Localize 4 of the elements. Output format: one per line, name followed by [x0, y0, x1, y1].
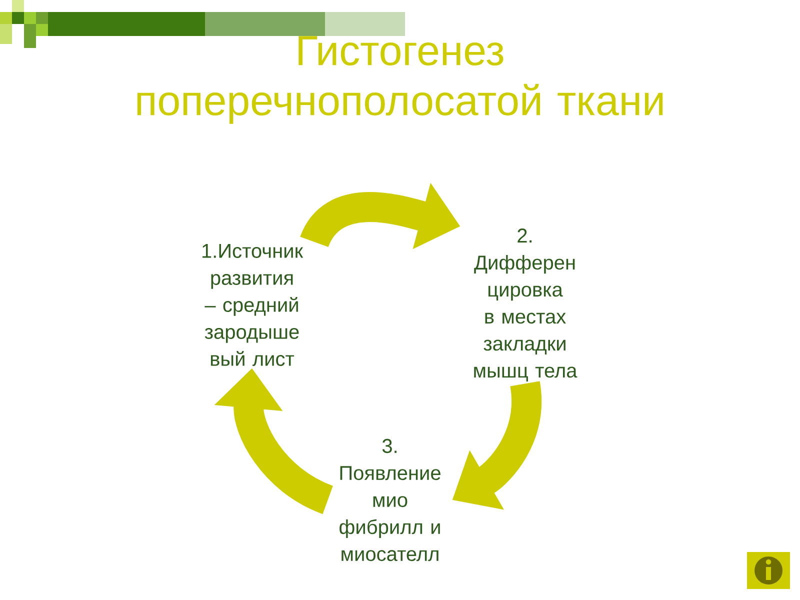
- title: Гистогенез поперечнополосатой ткани: [137, 36, 663, 124]
- stage-text: 1.Источник развития – средний зародыше вый лист: [202, 244, 304, 366]
- stage-text: 2. Дифферен цировка в местах закладки мышц тела: [474, 228, 578, 382]
- stage-text: 3. Появление мио фибрилл и миосателл: [340, 438, 440, 562]
